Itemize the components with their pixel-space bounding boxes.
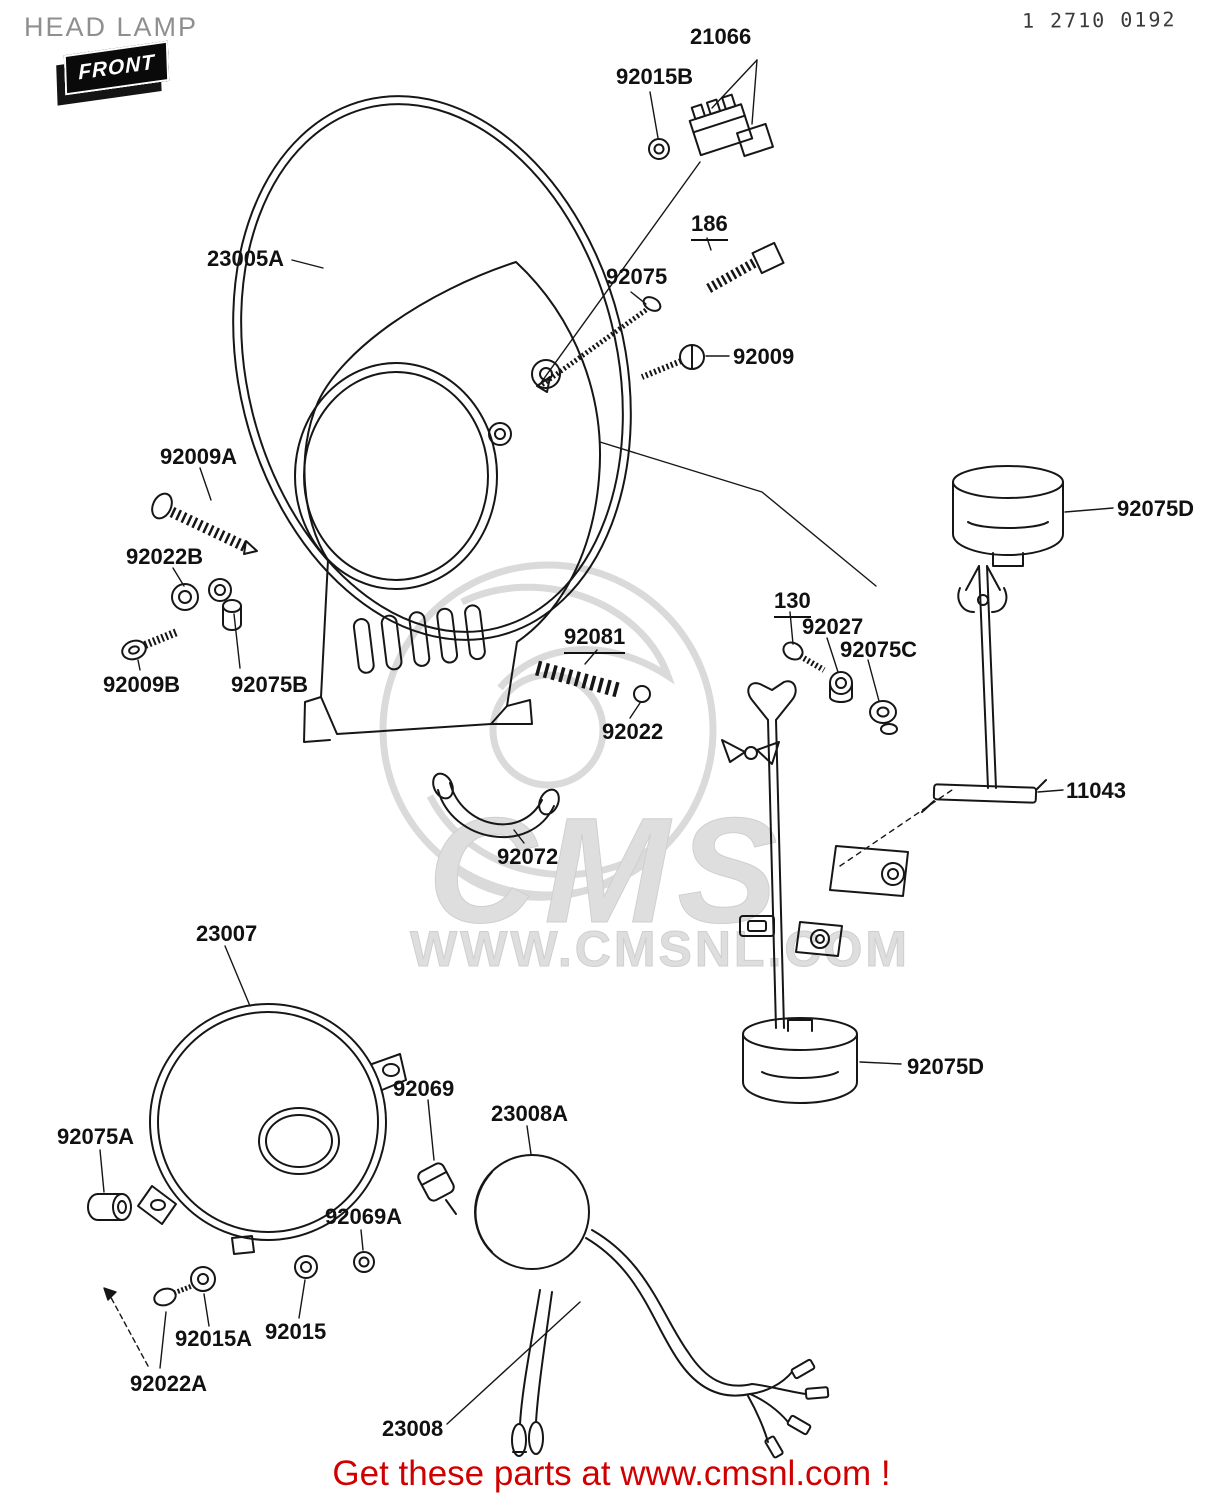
part-label-23005A: 23005A bbox=[207, 246, 285, 271]
part-label-130: 130 bbox=[774, 588, 811, 618]
part-drawing-cap-92075d-top bbox=[952, 465, 1064, 567]
part-label-92022B: 92022B bbox=[126, 544, 204, 569]
part-drawing-bracket-11043 bbox=[921, 779, 1047, 813]
leader-lines bbox=[99, 91, 1114, 1425]
part-label-92075B: 92075B bbox=[231, 672, 309, 697]
part-drawing-housing-bracket bbox=[294, 261, 601, 743]
part-label-92027: 92027 bbox=[802, 614, 864, 639]
part-drawing-adjuster-rod-middle bbox=[721, 680, 953, 1029]
part-label-92075C: 92075C bbox=[840, 637, 918, 662]
part-label-92009A: 92009A bbox=[160, 444, 238, 469]
part-drawing-socket-92069 bbox=[417, 1162, 457, 1215]
part-label-92075: 92075 bbox=[606, 264, 668, 289]
part-label-23008: 23008 bbox=[382, 1416, 444, 1441]
watermark-url-text: WWW.CMSNL.COM bbox=[410, 921, 910, 977]
part-drawing-trim-ring-23005a bbox=[232, 95, 632, 641]
part-drawing-screw-130 bbox=[782, 641, 826, 673]
part-drawing-connector-21066 bbox=[536, 59, 774, 393]
part-drawing-nut-92015 bbox=[294, 1255, 318, 1279]
part-label-11043: 11043 bbox=[1066, 778, 1126, 803]
part-label-92022A: 92022A bbox=[130, 1371, 208, 1396]
part-drawing-lens-23008a bbox=[474, 1154, 590, 1270]
part-label-92022: 92022 bbox=[602, 719, 664, 744]
part-drawing-bolt-92009b bbox=[121, 628, 179, 661]
part-label-92069A: 92069A bbox=[325, 1204, 403, 1229]
part-label-23007: 23007 bbox=[196, 921, 258, 946]
part-label-92075D-bottom: 92075D bbox=[907, 1054, 985, 1079]
part-drawing-cap-92075d-bottom bbox=[742, 1017, 858, 1104]
footer-banner: Get these parts at www.cmsnl.com ! bbox=[0, 1454, 1223, 1494]
part-drawing-spring-92081 bbox=[535, 660, 620, 698]
part-drawing-harness-23008 bbox=[511, 1229, 830, 1459]
part-label-92081: 92081 bbox=[564, 624, 626, 654]
watermark-logo: CMS WWW.CMSNL.COM bbox=[379, 561, 910, 978]
part-label-92015A: 92015A bbox=[175, 1326, 253, 1351]
part-label-186: 186 bbox=[691, 211, 728, 241]
part-drawing-screw-92009a bbox=[151, 492, 258, 555]
part-drawing-nut-92022 bbox=[633, 685, 651, 703]
part-drawing-cap-92075a bbox=[87, 1193, 132, 1221]
part-label-92072: 92072 bbox=[497, 844, 559, 869]
part-drawing-screw-92075 bbox=[538, 296, 662, 389]
part-label-21066: 21066 bbox=[690, 24, 752, 49]
part-drawing-adjuster-rod-right bbox=[957, 565, 1008, 789]
part-label-92075A: 92075A bbox=[57, 1124, 135, 1149]
part-label-92009B: 92009B bbox=[103, 672, 181, 697]
part-label-23008A: 23008A bbox=[491, 1101, 569, 1126]
part-label-92075D-top: 92075D bbox=[1117, 496, 1195, 521]
part-drawing-shell-23007 bbox=[137, 1003, 407, 1255]
part-label-92069: 92069 bbox=[393, 1076, 455, 1101]
part-drawing-grommet-92075c bbox=[869, 700, 898, 735]
part-drawing-screw-92015a bbox=[153, 1266, 216, 1307]
part-drawing-nut-92015b bbox=[648, 138, 670, 160]
part-label-92009: 92009 bbox=[733, 344, 795, 369]
part-drawing-bolt-186 bbox=[703, 241, 785, 295]
page-title: HEAD LAMP bbox=[24, 12, 199, 42]
part-drawing-collar-92075b bbox=[222, 599, 242, 631]
part-drawing-collar-92027 bbox=[829, 671, 853, 703]
cmsnl-link[interactable]: Get these parts at www.cmsnl.com ! bbox=[332, 1454, 891, 1493]
part-label-92015: 92015 bbox=[265, 1319, 327, 1344]
part-label-92015B: 92015B bbox=[616, 64, 694, 89]
watermark-cms-text: CMS bbox=[428, 786, 785, 954]
part-drawing-washers-92022b bbox=[171, 578, 232, 611]
part-drawing-nut-92069a bbox=[353, 1251, 375, 1273]
part-drawing-ubolt-92072 bbox=[432, 772, 560, 839]
part-drawing-screw-92009 bbox=[640, 344, 705, 380]
